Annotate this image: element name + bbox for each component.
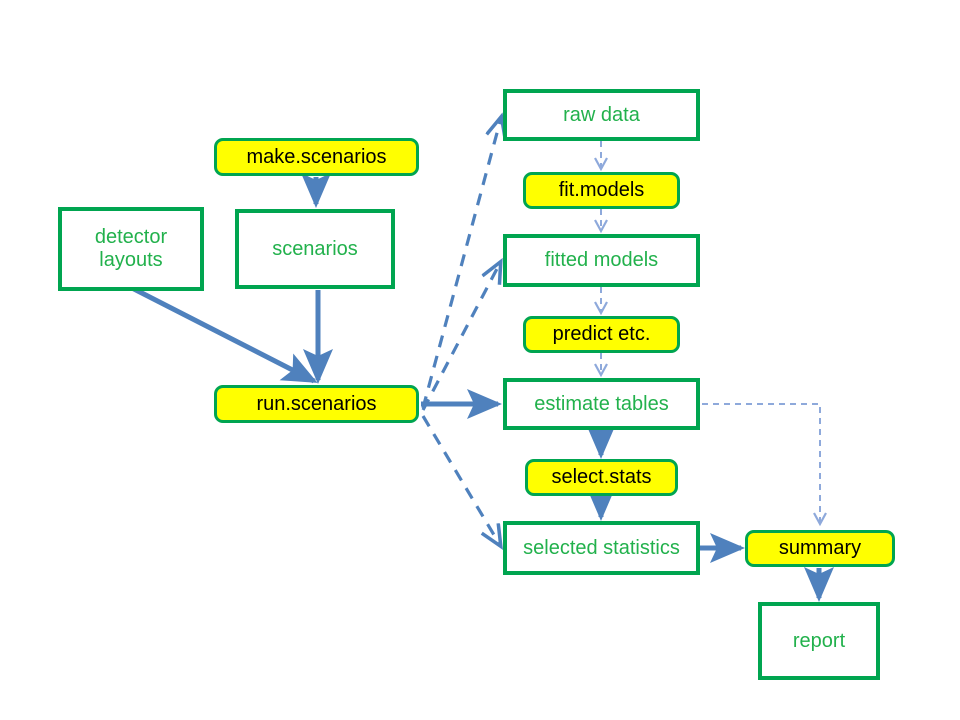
node-run-scenarios[interactable]: run.scenarios	[214, 385, 419, 423]
edge-run-scenarios-to-raw-data	[421, 118, 501, 409]
node-make-scenarios-label: make.scenarios	[246, 145, 387, 168]
node-raw-data[interactable]: raw data	[503, 89, 700, 141]
node-make-scenarios[interactable]: make.scenarios	[214, 138, 419, 176]
node-predict-etc-label: predict etc.	[552, 323, 651, 345]
node-scenarios[interactable]: scenarios	[235, 209, 395, 289]
node-run-scenarios-label: run.scenarios	[256, 392, 377, 415]
edge-run-scenarios-to-selected-statistics	[421, 415, 500, 545]
node-report-label: report	[792, 629, 846, 652]
node-fit-models[interactable]: fit.models	[523, 172, 680, 209]
node-select-stats-label: select.stats	[551, 466, 652, 488]
node-raw-data-label: raw data	[563, 103, 640, 126]
node-estimate-tables-label: estimate tables	[534, 392, 669, 415]
node-predict-etc[interactable]: predict etc.	[523, 316, 680, 353]
edge-estimate-tables-to-summary	[702, 403, 827, 527]
node-report[interactable]: report	[758, 602, 880, 680]
node-selected-statistics[interactable]: selected statistics	[503, 521, 700, 575]
node-scenarios-label: scenarios	[272, 237, 358, 260]
node-selected-statistics-label: selected statistics	[523, 536, 680, 559]
node-fit-models-label: fit.models	[558, 179, 645, 201]
node-detector-layouts-label: detector layouts	[94, 226, 168, 271]
edge-detector-layouts-to-run-scenarios	[130, 285, 318, 384]
node-summary[interactable]: summary	[745, 530, 895, 567]
node-fitted-models[interactable]: fitted models	[503, 234, 700, 287]
node-detector-layouts[interactable]: detector layouts	[58, 207, 204, 291]
node-fitted-models-label: fitted models	[544, 249, 659, 271]
node-summary-label: summary	[778, 537, 862, 559]
edge-run-scenarios-to-fitted-models	[421, 263, 500, 411]
node-select-stats[interactable]: select.stats	[525, 459, 678, 496]
node-estimate-tables[interactable]: estimate tables	[503, 378, 700, 430]
